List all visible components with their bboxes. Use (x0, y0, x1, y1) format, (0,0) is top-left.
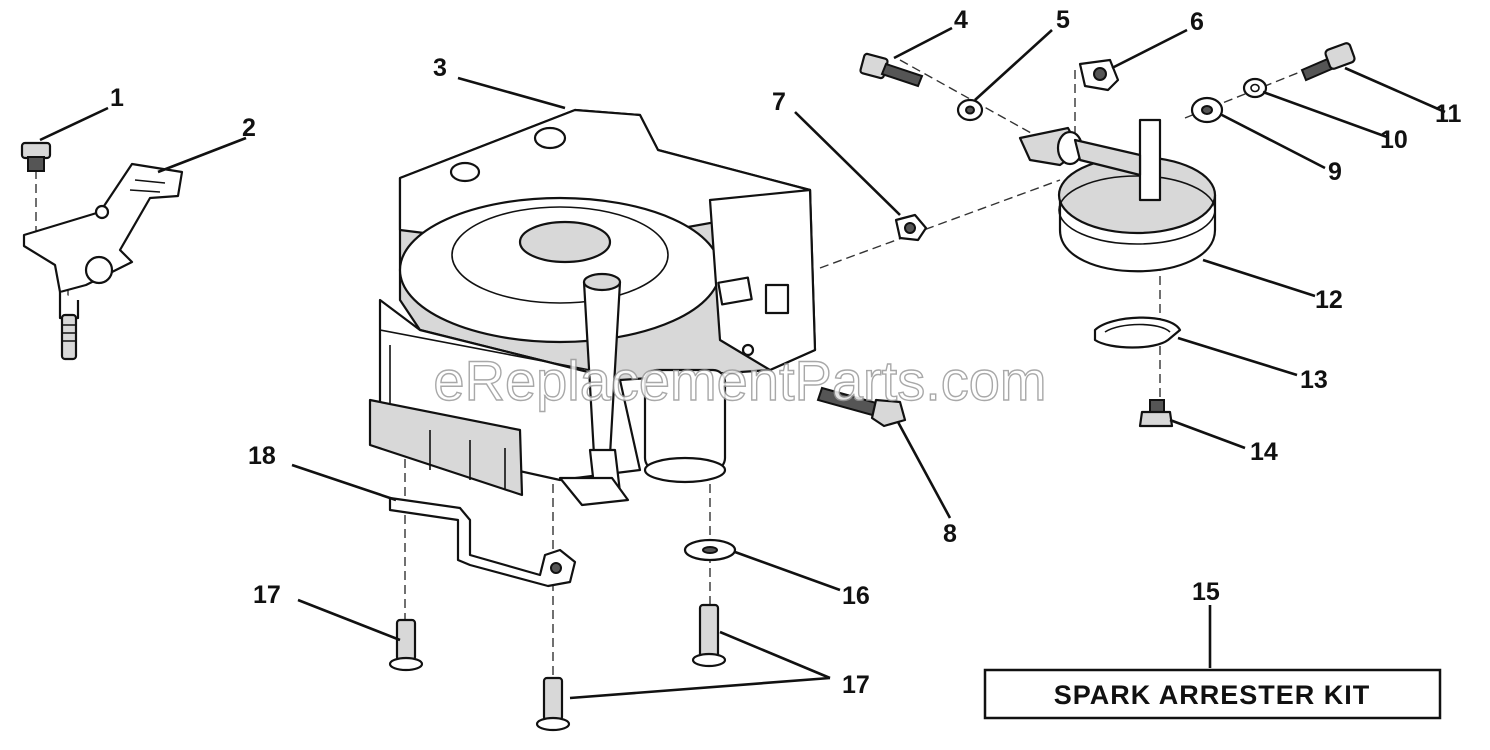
leader-lines (39, 26, 1446, 700)
callout-13: 13 (1300, 366, 1328, 394)
callout-8: 8 (943, 520, 957, 548)
callout-6: 6 (1190, 8, 1204, 36)
part-1-bolt (20, 141, 52, 172)
callout-7: 7 (772, 88, 786, 116)
callout-3: 3 (433, 54, 447, 82)
callout-18: 18 (248, 442, 276, 470)
callout-17-left: 17 (253, 581, 281, 609)
callout-17-right: 17 (842, 671, 870, 699)
callout-1: 1 (110, 84, 124, 112)
part-4-bolt (859, 52, 924, 88)
part-7-nut (894, 213, 928, 242)
callout-14: 14 (1250, 438, 1278, 466)
part-17-bolt-left (388, 618, 424, 672)
part-18-bracket (388, 496, 577, 588)
callout-16: 16 (842, 582, 870, 610)
part-17-bolt-middle (535, 676, 571, 732)
spark-arrester-kit-label: SPARK ARRESTER KIT (1054, 680, 1371, 710)
part-16-washer (683, 538, 737, 562)
callout-12: 12 (1315, 286, 1343, 314)
spark-arrester-kit-box: SPARK ARRESTER KIT (983, 668, 1442, 720)
callout-5: 5 (1056, 6, 1070, 34)
part-10-washer (1242, 77, 1268, 99)
callout-4: 4 (954, 6, 968, 34)
part-12-muffler (1018, 118, 1217, 273)
part-11-screw (1300, 42, 1356, 82)
callout-11: 11 (1435, 100, 1462, 128)
callout-numbers: 1 2 3 4 5 6 7 8 9 10 11 12 13 14 15 16 1… (110, 6, 1462, 699)
part-8-bolt (816, 386, 907, 428)
callout-9: 9 (1328, 158, 1342, 186)
part-14-bolt (1138, 399, 1174, 428)
part-17-bolts (388, 603, 727, 732)
part-17-bolt-right (691, 603, 727, 668)
part-2-bracket (22, 162, 184, 361)
part-6-flange (1078, 58, 1120, 92)
callout-2: 2 (242, 114, 256, 142)
watermark: eReplacementParts.com (433, 349, 1046, 412)
callout-10: 10 (1380, 126, 1408, 154)
part-5-washer (956, 98, 984, 122)
part-13-screen (1093, 316, 1182, 349)
part-3-engine (368, 108, 817, 507)
callout-15: 15 (1192, 578, 1220, 606)
part-9-washer (1190, 96, 1224, 124)
